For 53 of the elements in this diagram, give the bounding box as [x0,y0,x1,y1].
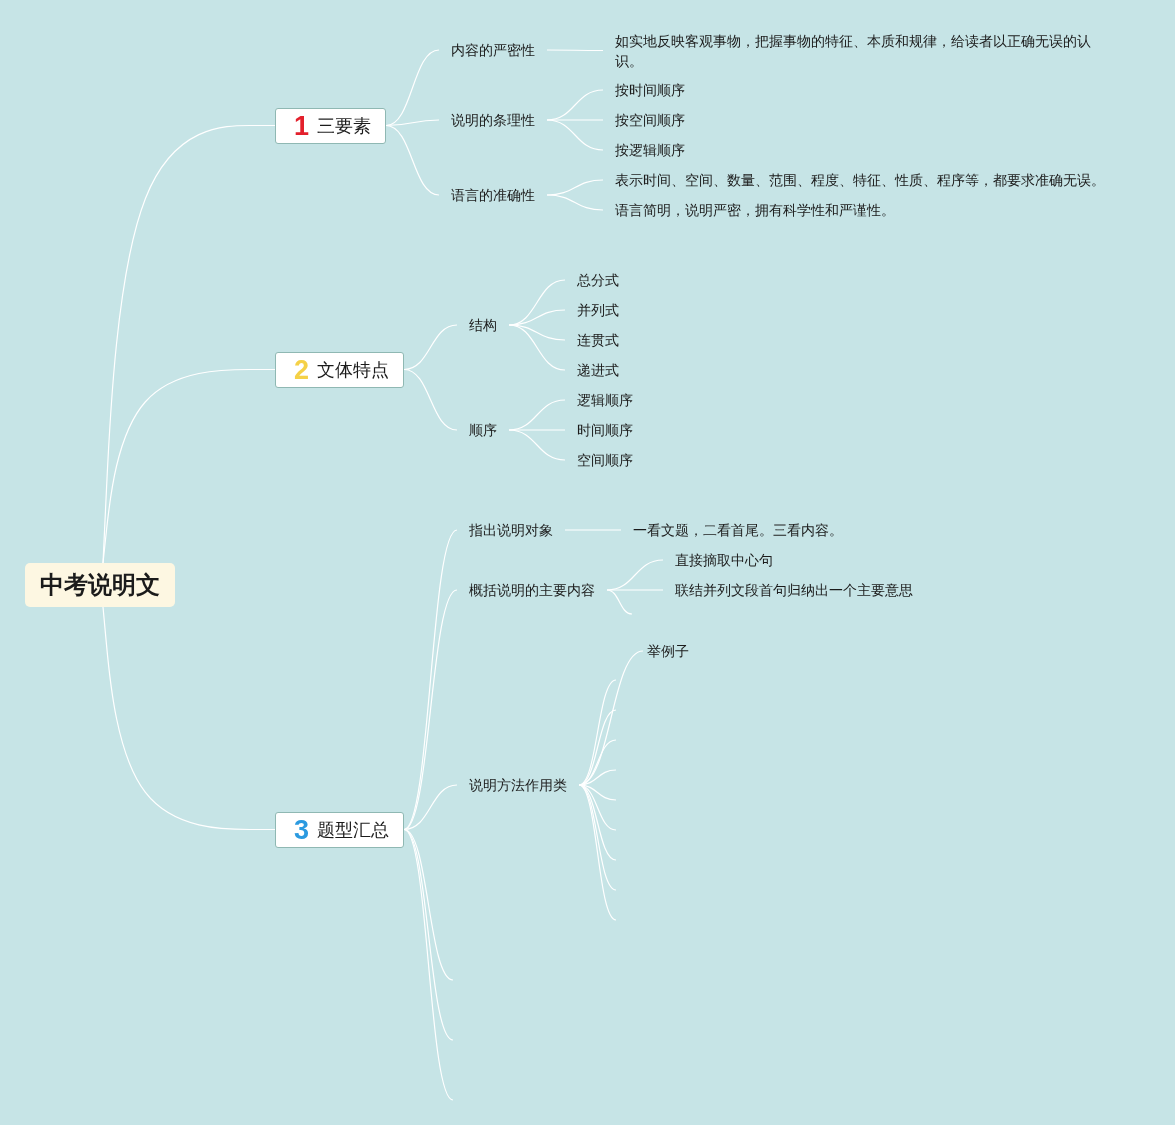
subtopic-label: 递进式 [565,362,631,378]
branch-line [578,784,617,921]
subtopic-label: 连贯式 [565,332,631,348]
branch-line [403,368,458,431]
branch-line [546,119,604,151]
subtopic-label: 如实地反映客观事物，把握事物的特征、本质和规律，给读者以正确无误的认识。 [603,30,1109,71]
subtopic-label: 说明方法作用类 [457,777,579,793]
subtopic-label: 顺序 [457,422,509,438]
branch-line [546,49,604,52]
topic-label: 三要素 [317,113,372,138]
topic-label: 题型汇总 [317,817,390,842]
topic-number: 2 [294,354,310,385]
branch-line [546,179,604,196]
subtopic-label: 并列式 [565,302,631,318]
branch-line [578,679,617,786]
branch-line [102,124,276,564]
subtopic-label: 按逻辑顺序 [603,142,697,158]
subtopic-label: 内容的严密性 [439,42,547,58]
branch-line [403,828,454,1101]
branch-line [403,589,458,831]
topic-label: 文体特点 [317,357,390,382]
branch-line [508,309,566,326]
branch-line [385,49,440,127]
topic-box [275,351,405,388]
subtopic-label: 空间顺序 [565,452,645,468]
branch-line [508,324,566,371]
branch-line [508,429,566,461]
subtopic-label: 按时间顺序 [603,82,697,98]
subtopic-label: 逻辑顺序 [565,392,645,408]
branch-line [102,606,276,831]
subtopic-label: 直接摘取中心句 [663,552,785,568]
subtopic-label: 语言的准确性 [439,187,547,203]
branch-line [102,368,276,564]
subtopic-label: 语言简明，说明严密，拥有科学性和严谨性。 [603,202,907,218]
branch-line [606,589,633,615]
topic-number: 1 [294,110,310,141]
subtopic-label: 概括说明的主要内容 [457,582,607,598]
topic-box [275,107,387,144]
subtopic-label: 表示时间、空间、数量、范围、程度、特征、性质、程序等，都要求准确无误。 [603,172,1117,188]
subtopic-label: 举例子 [643,643,701,659]
topic-number: 3 [294,814,310,845]
branch-line [385,124,440,196]
topic-box [275,811,405,848]
subtopic-label: 按空间顺序 [603,112,697,128]
subtopic-label: 总分式 [565,272,631,288]
subtopic-label: 指出说明对象 [457,522,565,538]
subtopic-label: 联结并列文段首句归纳出一个主要意思 [663,582,925,598]
subtopic-label: 说明的条理性 [439,112,547,128]
subtopic-label: 时间顺序 [565,422,645,438]
subtopic-label: 一看文题，二看首尾。三看内容。 [621,522,855,538]
branch-line [546,194,604,211]
subtopic-label: 结构 [457,317,509,333]
central-topic: 中考说明文 [25,563,175,607]
